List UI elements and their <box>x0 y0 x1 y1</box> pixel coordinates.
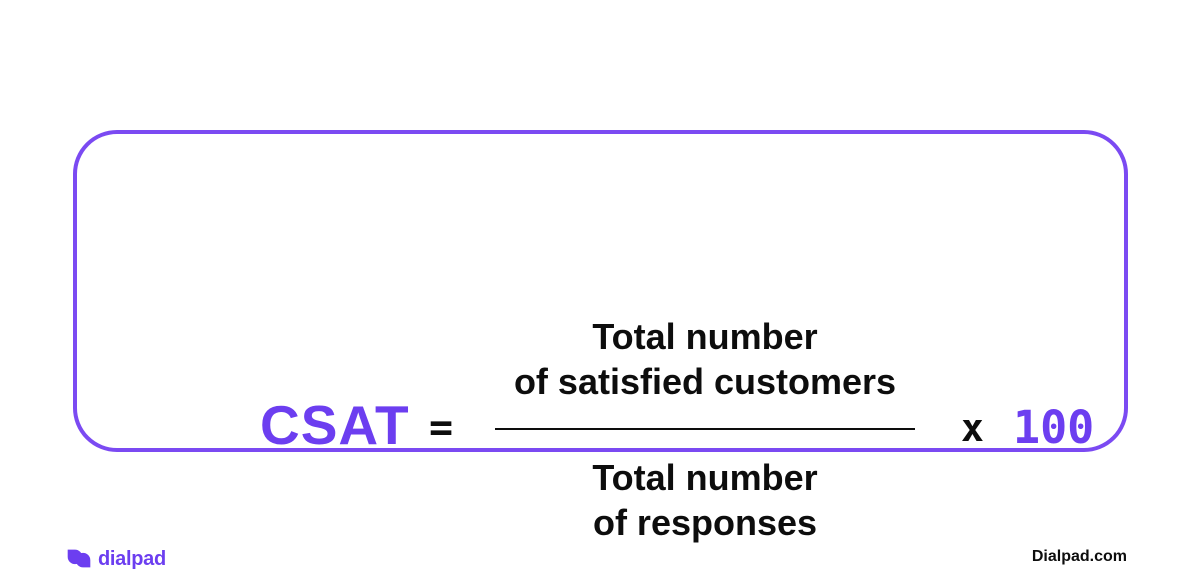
dialpad-logo-icon <box>67 549 91 568</box>
multiply-sign: x <box>961 406 984 450</box>
denominator-line-1: Total number <box>592 457 818 498</box>
numerator-line-2: of satisfied customers <box>513 361 897 402</box>
fraction-divider-line <box>495 428 915 430</box>
fraction-numerator: Total number of satisfied customers <box>495 314 915 404</box>
denominator-line-2: of responses <box>592 502 818 543</box>
multiplier-value: 100 <box>1013 401 1095 454</box>
numerator-line-1: Total number <box>592 316 818 357</box>
fraction: Total number of satisfied customers Tota… <box>495 314 915 545</box>
fraction-denominator: Total number of responses <box>495 455 915 545</box>
equals-sign: = <box>429 405 454 451</box>
dialpad-logo: dialpad <box>66 548 166 569</box>
website-label: Dialpad.com <box>1031 548 1127 565</box>
brand-name: dialpad <box>98 547 166 570</box>
formula-box: CSAT = Total number of satisfied custome… <box>73 130 1128 543</box>
csat-label: CSAT <box>260 394 410 456</box>
